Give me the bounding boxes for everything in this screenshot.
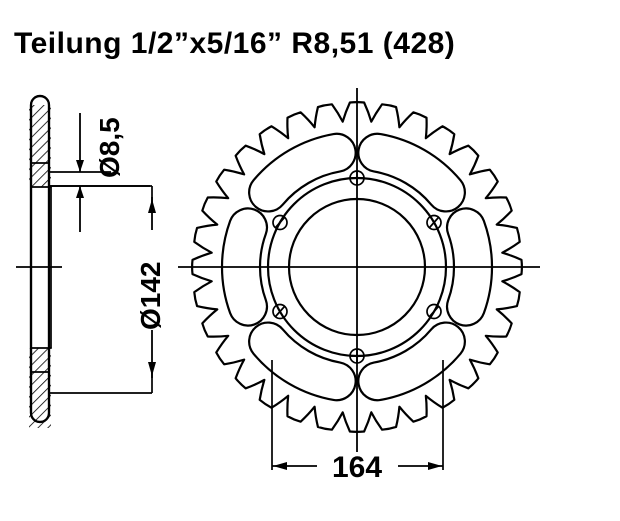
lightening-slot xyxy=(357,132,466,213)
lightening-slot xyxy=(248,132,357,213)
section-hatching-bottom xyxy=(29,348,51,428)
center-bore-circle xyxy=(287,197,427,337)
dim-164-arrow-left xyxy=(273,462,287,470)
lightening-slot xyxy=(357,321,466,402)
dimension-label-bolt-circle: Ø142 xyxy=(135,262,166,331)
bolt-hole xyxy=(272,303,288,320)
lightening-slot xyxy=(248,321,357,402)
dimension-outer-diameter: 164 xyxy=(272,451,443,484)
bolt-hole xyxy=(426,303,442,320)
front-view xyxy=(178,88,540,470)
sprocket-tooth-profile xyxy=(191,101,523,433)
dim-85-arrow-top xyxy=(76,160,84,172)
bolt-hole xyxy=(426,214,442,231)
bolt-hole-tick xyxy=(275,306,285,317)
dim-85-arrow-bottom xyxy=(76,186,84,198)
dim-142-arrow-top xyxy=(148,199,156,213)
lightening-slot xyxy=(445,207,494,327)
dimension-bolt-hole-diameter: Ø8,5 xyxy=(49,113,150,232)
section-body-outline-overlay xyxy=(29,94,51,424)
bolt-hole-tick xyxy=(275,217,285,228)
dim-142-arrow-bottom xyxy=(148,362,156,376)
dimension-bolt-circle-diameter: Ø142 xyxy=(49,185,166,394)
bolt-hole xyxy=(272,214,288,231)
drawing-title: Teilung 1/2”x5/16” R8,51 (428) xyxy=(14,27,455,60)
side-section-view xyxy=(16,94,62,428)
dim-164-arrow-right xyxy=(428,462,442,470)
bolt-hole-tick xyxy=(429,217,439,228)
dimension-label-outer-diameter: 164 xyxy=(332,451,382,484)
bolt-hole-group xyxy=(272,170,442,364)
bolt-hole-tick xyxy=(429,306,439,317)
dimension-label-bolt-hole: Ø8,5 xyxy=(94,117,125,178)
lightening-slot-group xyxy=(220,132,494,402)
section-hatching-top xyxy=(29,105,51,187)
lightening-slot xyxy=(220,207,269,327)
